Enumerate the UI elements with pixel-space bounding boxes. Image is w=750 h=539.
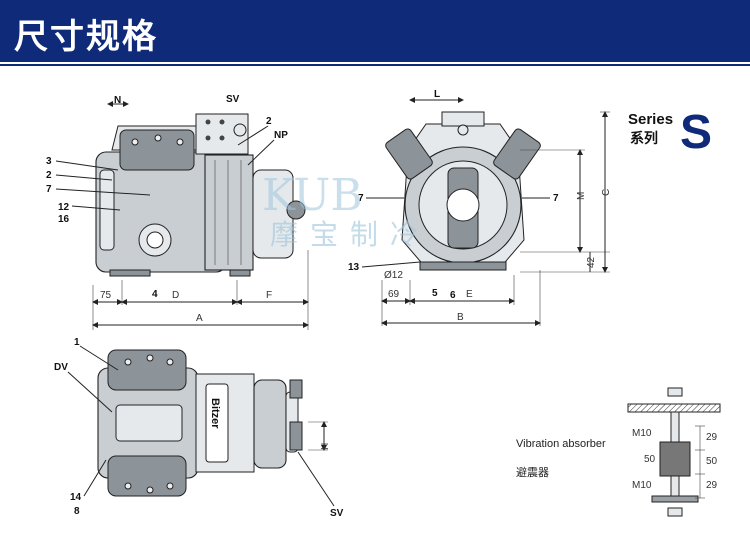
absorber-50-right: 50: [706, 456, 718, 467]
label-3: 3: [46, 156, 52, 167]
label-16: 16: [58, 214, 70, 225]
absorber-en: Vibration absorber: [516, 438, 606, 450]
watermark-latin: KUB: [262, 170, 363, 221]
label-2-top: 2: [266, 116, 272, 127]
label-dia12: Ø12: [384, 270, 403, 281]
dim-d: D: [172, 290, 179, 301]
label-1: 1: [74, 337, 80, 348]
compressor-dimension-drawing: N SV 2 NP 3 2 7 12 16 4 75 D F A: [46, 89, 721, 519]
absorber-m10-top: M10: [632, 428, 652, 439]
absorber-stud-upper: [670, 411, 680, 443]
label-2-left: 2: [46, 170, 52, 181]
absorber-cn: 避震器: [516, 465, 549, 479]
dim-42: 42: [586, 256, 597, 268]
label-l: L: [434, 89, 440, 100]
front-view: N SV 2 NP 3 2 7 12 16 4 75 D F A: [46, 94, 309, 330]
suction-valve: [286, 200, 306, 220]
label-4: 4: [152, 289, 158, 300]
series-badge: Series 系列 S: [628, 106, 712, 159]
absorber-m10-bottom: M10: [632, 480, 652, 491]
label-8: 8: [74, 506, 80, 517]
absorber-stud-lower: [670, 475, 680, 499]
label-14: 14: [70, 492, 82, 503]
header-bar: 尺寸规格: [0, 0, 750, 62]
label-7-side-left: 7: [358, 193, 364, 204]
motor-housing: [204, 154, 254, 271]
brand-plate: Bitzer: [209, 398, 221, 429]
page-title: 尺寸规格: [14, 17, 158, 57]
cylinder-bank-right: [493, 128, 541, 180]
label-12: 12: [58, 202, 70, 213]
absorber-29-bottom: 29: [706, 480, 718, 491]
dim-75: 75: [100, 290, 112, 301]
label-sv: SV: [226, 94, 240, 105]
series-cn-label: 系列: [630, 130, 658, 147]
label-7-left: 7: [46, 184, 52, 195]
absorber-50-left: 50: [644, 454, 656, 465]
series-letter: S: [680, 106, 712, 159]
label-7-side-right: 7: [553, 193, 559, 204]
absorber-29-top: 29: [706, 432, 718, 443]
label-sv-bottom: SV: [330, 508, 344, 519]
dim-c: C: [601, 189, 612, 196]
cylinder-bank-left: [385, 128, 433, 180]
dim-m: M: [576, 192, 587, 200]
dim-69: 69: [388, 289, 400, 300]
label-6: 6: [450, 290, 456, 301]
top-head-upper: [107, 349, 187, 391]
sv-valve-top: [289, 379, 303, 399]
dim-h: H: [320, 443, 331, 450]
side-view: L 7 7 13 Ø12 5 6 M C 42 69 E B: [348, 89, 612, 326]
absorber-rubber: [659, 441, 691, 477]
header-divider: [0, 64, 750, 66]
dim-a: A: [196, 313, 203, 324]
dim-b: B: [457, 312, 464, 323]
watermark: KUB 摩宝制冷: [262, 170, 430, 251]
label-13: 13: [348, 262, 360, 273]
dim-f: F: [266, 290, 272, 301]
vibration-absorber: Vibration absorber 避震器 M10 50 M10 29 50 …: [516, 387, 721, 517]
label-n: N: [114, 95, 121, 106]
dim-e: E: [466, 289, 473, 300]
bearing-flange: [99, 169, 115, 251]
label-dv: DV: [54, 362, 68, 373]
top-view: Bitzer 1 DV 14 8 SV H: [54, 337, 344, 519]
series-label: Series: [628, 111, 673, 128]
cylinder-cover: [119, 129, 195, 171]
label-np: NP: [274, 130, 288, 141]
label-5: 5: [432, 288, 438, 299]
watermark-chinese: 摩宝制冷: [270, 218, 430, 251]
